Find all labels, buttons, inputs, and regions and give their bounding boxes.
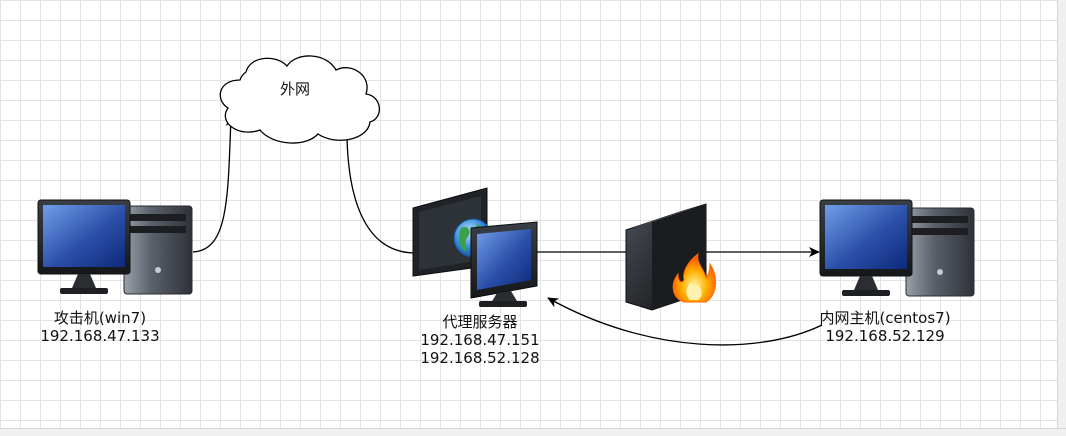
proxy-ip-external: 192.168.47.151 — [420, 331, 540, 349]
proxy-label: 代理服务器 192.168.47.151 192.168.52.128 — [385, 313, 575, 367]
cloud-shape — [219, 55, 380, 144]
edge-attacker-to-cloud — [192, 115, 236, 253]
desktop-computer-icon — [37, 199, 193, 295]
web-server-icon — [412, 187, 538, 307]
scrollbar-bottom[interactable] — [0, 428, 1066, 436]
internal-label: 内网主机(centos7) 192.168.52.129 — [790, 309, 980, 345]
firewall-icon — [625, 203, 716, 311]
cloud-label: 外网 — [279, 80, 310, 98]
edge-internal-to-proxy — [547, 297, 823, 346]
internal-name: 内网主机(centos7) — [819, 309, 951, 327]
attacker-label: 攻击机(win7) 192.168.47.133 — [10, 309, 190, 345]
internal-ip: 192.168.52.129 — [825, 327, 945, 345]
attacker-ip: 192.168.47.133 — [40, 327, 160, 345]
edge-proxy-to-cloud — [341, 116, 415, 254]
attacker-name: 攻击机(win7) — [53, 309, 147, 327]
desktop-computer-icon — [819, 199, 975, 297]
proxy-ip-internal: 192.168.52.128 — [420, 349, 540, 367]
proxy-name: 代理服务器 — [442, 313, 518, 331]
scrollbar-right[interactable] — [1057, 0, 1066, 436]
